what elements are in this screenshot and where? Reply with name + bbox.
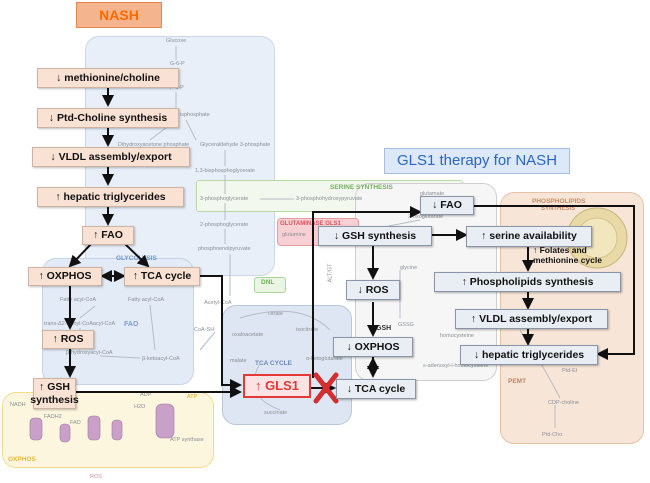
glutaminase-label: GLUTAMINASE GLS1: [280, 221, 341, 227]
glycine-text: glycine: [400, 265, 418, 271]
fatty-acyl-coa-2-text: Fatty acyl-CoA: [128, 297, 165, 303]
glycolysis-label: GLYCOLYSIS: [116, 255, 157, 262]
phospholipids-label: PHOSPHOLIPIDS: [532, 198, 586, 205]
oxphos-box: ↑ OXPHOS: [28, 267, 102, 286]
inhibition-cross: [313, 372, 339, 404]
therapy-fao-box: ↓ FAO: [420, 196, 474, 215]
pg3-text: 3-phosphoglycerate: [200, 196, 249, 202]
php-text: 3-phosphohydroxypyruvate: [296, 196, 363, 202]
dhap-text: Dihydroxyacetone phosphate: [118, 142, 190, 148]
gsh-synthesis-box: ↑ GSH synthesis: [30, 378, 79, 409]
g6p-text: G-6-P: [170, 61, 185, 67]
coa-sh-text: CoA-SH: [194, 327, 215, 333]
therapy-tca-cycle-box: ↓ TCA cycle: [336, 379, 416, 399]
glutamine-text: glutamine: [282, 232, 306, 238]
ros-small-text: ROS: [90, 474, 102, 480]
dnl-region: [254, 277, 286, 293]
atp-text: ATP: [187, 394, 198, 400]
vldl-assembly-box: ↓ VLDL assembly/export: [32, 147, 190, 167]
methionine-choline-box: ↓ methionine/choline: [37, 68, 179, 88]
oxaloacetate-text: oxaloacetate: [232, 332, 264, 338]
pep-text: phosphoenolpyruvate: [198, 246, 251, 252]
fad-text: FAD: [70, 420, 81, 426]
therapy-ros-box: ↓ ROS: [346, 280, 400, 300]
ptd-choline-synthesis-box: ↓ Ptd-Choline synthesis: [37, 108, 179, 128]
gssg-text: GSSG: [398, 322, 414, 328]
akg-text: α-ketoglutarate: [306, 356, 343, 362]
tca-cycle-label: TCA CYCLE: [255, 360, 292, 367]
pemt-label: PEMT: [508, 378, 527, 385]
atp-synthase-text: ATP synthase: [170, 437, 204, 443]
ptd-et-text: Ptd-Et: [562, 368, 578, 374]
fatty-acyl-coa-1-text: Fatty acyl-CoA: [60, 297, 97, 303]
succinate-text: succinate: [264, 410, 288, 416]
g3p-text: Glyceraldehyde 3-phosphate: [200, 142, 271, 148]
ros-box: ↑ ROS: [42, 330, 94, 349]
oxoglutarate-text: 2-oxoglutarate: [408, 214, 444, 220]
therapy-vldl-box: ↑ VLDL assembly/export: [455, 309, 608, 329]
cdp-choline-text: CDP-choline: [548, 400, 579, 406]
trans-enoyl-text: trans-Δ2-Enoyl-CoAacyl-CoA: [44, 321, 116, 327]
adp-text: ADP: [140, 392, 152, 398]
therapy-triglycerides-box: ↓ hepatic triglycerides: [460, 345, 598, 365]
therapy-oxphos-box: ↓ OXPHOS: [333, 337, 413, 357]
bpg-text: 1,3-bisphosphoglycerate: [195, 168, 255, 174]
phospholipids-synthesis-box: ↑ Phospholipids synthesis: [434, 272, 621, 292]
homocysteine-text: homocysteine: [440, 333, 474, 339]
sam-text: s-adenosyl-l-homocysteine: [423, 363, 489, 369]
ketoacyl-text: β-ketoacyl-CoA: [142, 356, 180, 362]
hepatic-triglycerides-box: ↑ hepatic triglycerides: [37, 187, 184, 207]
serine-synthesis-label: SERINE SYNTHESIS: [330, 184, 393, 191]
nash-title: NASH: [76, 2, 162, 28]
tca-region: [222, 305, 352, 425]
oxphos-region-label: OXPHOS: [8, 456, 36, 463]
pg2-text: 2-phosphoglycerate: [200, 222, 249, 228]
malate-text: malate: [230, 358, 247, 364]
fadh2-text: FADH2: [44, 414, 62, 420]
folates-note: ↑ Folates and methionine cycle: [533, 245, 602, 265]
serine-availability-box: ↑ serine availability: [466, 226, 592, 247]
glucose-text: Glucose: [166, 38, 187, 44]
fao-region-label: FAO: [124, 321, 139, 328]
h2o-text: H2O: [134, 404, 146, 410]
bisphosphate-text: isphosphate: [180, 112, 210, 118]
glutamate-text: glutamate: [420, 191, 445, 197]
synthesis-label: SYNTHESIS: [541, 206, 576, 212]
therapy-gsh-synthesis-box: ↓ GSH synthesis: [318, 226, 432, 246]
dnl-label: DNL: [261, 279, 275, 286]
citrate-text: citrate: [268, 311, 283, 317]
acetyl-coa-text: Acetyl-CoA: [204, 300, 232, 306]
tca-cycle-box: ↑ TCA cycle: [124, 267, 200, 286]
oxphos-complexes-icon: [29, 403, 175, 443]
isocitrate-text: isocitrate: [296, 327, 319, 333]
fao-box: ↑ FAO: [82, 226, 134, 245]
gsh-small-label: GSH: [376, 325, 392, 332]
gls1-therapy-title: GLS1 therapy for NASH: [384, 148, 570, 174]
ptd-cho-text: Ptd-Cho: [542, 432, 563, 438]
hydroxyacyl-text: β-hydroxyacyl-CoA: [66, 350, 113, 356]
nadh-text: NADH: [10, 402, 26, 408]
gls1-box: ↑ GLS1: [243, 374, 311, 398]
f6p-text: F-6-P: [170, 85, 184, 91]
